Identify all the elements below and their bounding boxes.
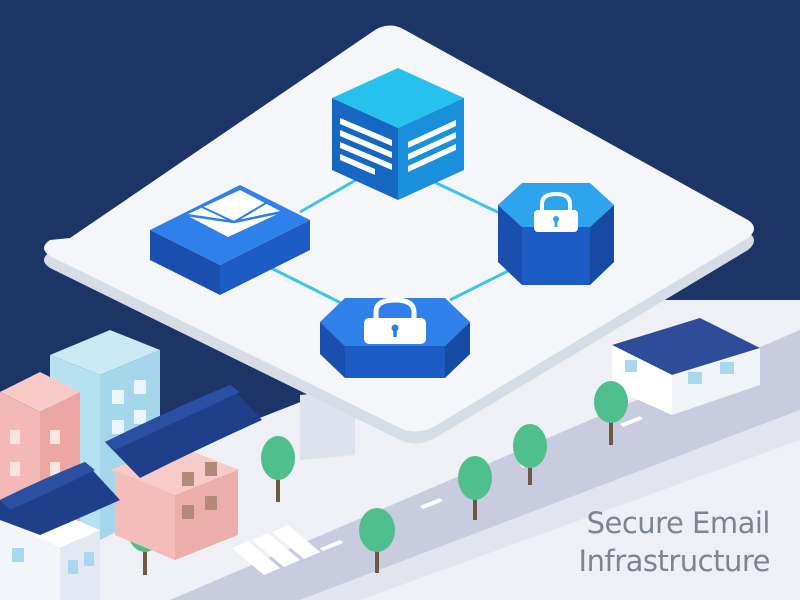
lock-node-front [320, 297, 470, 378]
server-node [332, 68, 464, 200]
tree [261, 436, 295, 502]
mail-node [150, 185, 310, 295]
hanok-house-back [105, 385, 262, 560]
caption: Secure Email Infrastructure [450, 504, 771, 580]
lock-node-right [498, 183, 614, 285]
tree [458, 456, 492, 520]
tree [594, 381, 628, 445]
house-right [612, 318, 760, 415]
tree [359, 508, 395, 573]
lock-icon [364, 297, 426, 344]
envelope-icon [185, 190, 283, 237]
sidewalk [300, 410, 800, 600]
hanok-house-front [0, 462, 120, 600]
lock-icon [534, 191, 578, 232]
caption-line-2: Infrastructure [578, 544, 771, 578]
crosswalk [232, 525, 320, 575]
buildings-left [0, 330, 262, 600]
server-icon [340, 118, 456, 175]
platform [44, 25, 754, 444]
tree [513, 424, 547, 485]
caption-line-1: Secure Email [586, 506, 771, 540]
